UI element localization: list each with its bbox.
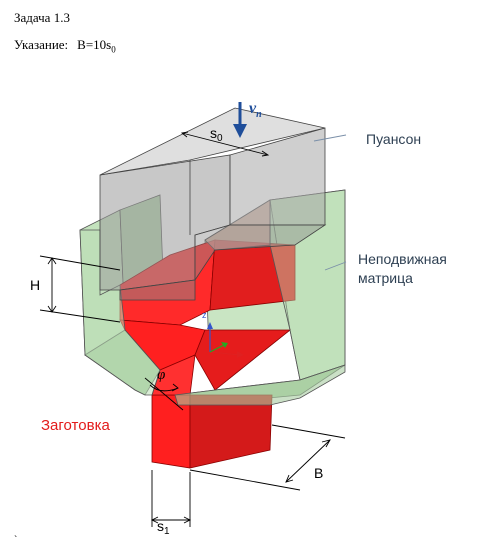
leader-lines — [313, 134, 347, 271]
footnote-mark: ` — [14, 534, 17, 546]
task-title: Задача 1.3 — [14, 10, 70, 25]
punch-label: Пуансон — [366, 131, 421, 147]
dimension-s1-label: s1 — [157, 518, 170, 537]
hint-formula: B=10s — [77, 37, 112, 52]
die-label-line1: Неподвижная — [358, 251, 447, 267]
velocity-label: vn — [249, 100, 262, 120]
axis-triad-icon — [207, 322, 244, 358]
dimension-s0-label: s0 — [210, 125, 223, 144]
hint-formula-subscript: 0 — [111, 44, 116, 55]
workpiece — [119, 239, 296, 469]
hint-line: Указание: B=10s0 — [14, 37, 116, 55]
dimension-lines — [39, 131, 346, 527]
angle-phi-label: φ — [157, 367, 165, 383]
velocity-arrow-icon — [233, 102, 247, 138]
workpiece-label: Заготовка — [41, 417, 110, 434]
hint-label: Указание: — [14, 37, 69, 52]
axis-z-label: z — [202, 310, 207, 320]
punch — [99, 107, 327, 301]
die-label-line2: матрица — [358, 270, 413, 286]
dimension-B-label: B — [314, 465, 323, 481]
dimension-H-label: H — [30, 277, 40, 293]
